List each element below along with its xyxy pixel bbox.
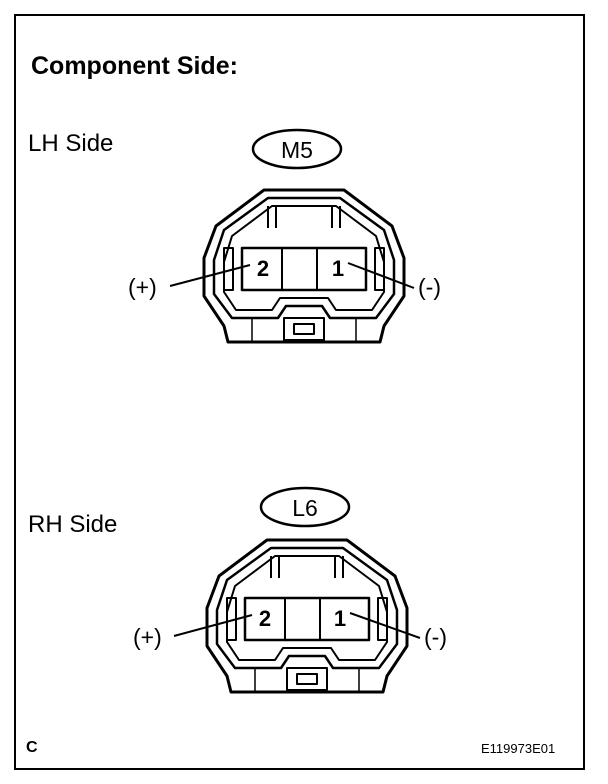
lh-pin-1: 1: [332, 256, 344, 281]
rh-positive-label: (+): [133, 624, 162, 650]
diagram-frame: [14, 14, 585, 770]
lh-positive-leader: [169, 264, 251, 287]
rh-side-label: RH Side: [28, 511, 118, 538]
lh-side-label: LH Side: [28, 130, 114, 157]
rh-negative-leader: [349, 612, 421, 639]
lh-pin-2: 2: [257, 256, 269, 281]
figure-code: E119973E01: [481, 741, 556, 756]
rh-pin-2: 2: [259, 606, 271, 631]
lh-positive-label: (+): [128, 274, 157, 300]
lh-negative-label: (-): [418, 274, 441, 300]
lh-connector-code: M5: [281, 137, 313, 163]
page-title: Component Side:: [31, 52, 238, 80]
rh-connector: L6 2 1: [173, 486, 421, 694]
rh-negative-label: (-): [424, 624, 447, 650]
lh-connector: M5 2 1: [169, 128, 415, 344]
rh-connector-code: L6: [292, 495, 318, 521]
lh-connector-housing: [202, 188, 406, 344]
rh-positive-leader: [173, 614, 253, 637]
corner-letter: C: [26, 739, 38, 756]
rh-connector-housing: [205, 538, 409, 694]
lh-negative-leader: [347, 262, 415, 289]
rh-pin-1: 1: [334, 606, 346, 631]
